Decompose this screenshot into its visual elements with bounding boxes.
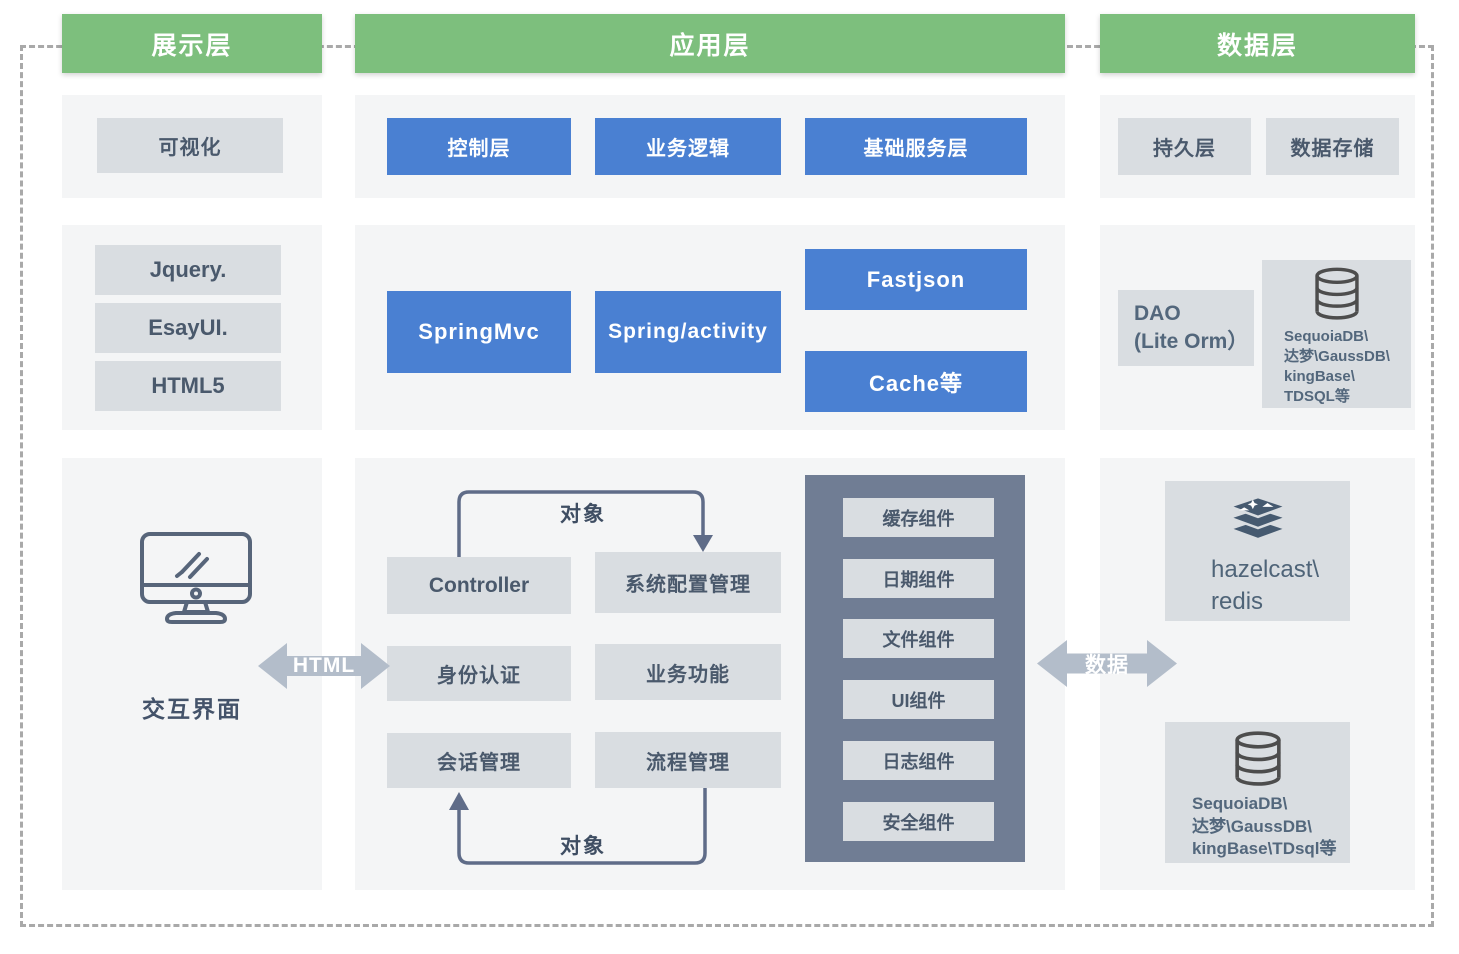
data-row2-panel: DAO (Lite Orm） SequoiaDB\ 达梦\GaussDB\ ki… <box>1100 225 1415 430</box>
object-label-bottom: 对象 <box>560 835 606 858</box>
double-headed-arrow-icon <box>1037 640 1177 687</box>
application-row1-panel: 控制层 业务逻辑 基础服务层 <box>355 95 1065 198</box>
data-row3-panel: hazelcast\ redis SequoiaDB\ 达梦\GaussDB\ … <box>1100 458 1415 890</box>
persistence-layer-box: 持久层 <box>1118 118 1251 175</box>
dao-box: DAO (Lite Orm） <box>1118 290 1254 366</box>
cache-component-box: 缓存组件 <box>843 498 994 537</box>
header-application-layer: 应用层 <box>355 14 1065 73</box>
controller-box: Controller <box>387 557 571 614</box>
date-component-box: 日期组件 <box>843 559 994 598</box>
fastjson-box: Fastjson <box>805 249 1027 310</box>
html5-box: HTML5 <box>95 361 281 411</box>
security-component-box: 安全组件 <box>843 802 994 841</box>
db-top-label: SequoiaDB\ 达梦\GaussDB\ kingBase\ TDSQL等 <box>1284 328 1390 405</box>
business-function-box: 业务功能 <box>595 644 781 700</box>
monitor-pen-icon <box>136 530 256 637</box>
double-headed-arrow-icon <box>258 643 390 689</box>
component-stack: 缓存组件 日期组件 文件组件 UI组件 日志组件 安全组件 <box>805 475 1025 862</box>
jquery-box: Jquery. <box>95 245 281 295</box>
session-mgmt-box: 会话管理 <box>387 733 571 788</box>
header-data-layer: 数据层 <box>1100 14 1415 73</box>
object-flow-arrows <box>449 490 713 865</box>
db-bottom-label: SequoiaDB\ 达梦\GaussDB\ kingBase\TDsql等 <box>1192 794 1337 859</box>
redis-stack-icon <box>1225 495 1290 554</box>
system-config-box: 系统配置管理 <box>595 552 781 613</box>
data-arrow: 数据 <box>1037 637 1177 690</box>
process-mgmt-box: 流程管理 <box>595 732 781 788</box>
database-cylinder-icon <box>1311 266 1363 327</box>
memory-cache-box: hazelcast\ redis <box>1165 481 1350 621</box>
presentation-row2-panel: Jquery. EsayUI. HTML5 <box>62 225 322 430</box>
db-bottom-box: SequoiaDB\ 达梦\GaussDB\ kingBase\TDsql等 <box>1165 722 1350 863</box>
data-storage-box: 数据存储 <box>1266 118 1399 175</box>
header-presentation-layer: 展示层 <box>62 14 322 73</box>
file-component-box: 文件组件 <box>843 619 994 658</box>
auth-box: 身份认证 <box>387 646 571 701</box>
cache-box: Cache等 <box>805 351 1027 412</box>
visualization-box: 可视化 <box>97 118 283 173</box>
log-component-box: 日志组件 <box>843 741 994 780</box>
springmvc-box: SpringMvc <box>387 291 571 373</box>
data-row1-panel: 持久层 数据存储 <box>1100 95 1415 198</box>
object-label-top: 对象 <box>560 503 606 526</box>
database-cylinder-icon <box>1230 730 1286 793</box>
application-row3-panel: 对象 对象 Controller 系统配置管理 身份认证 业务功能 会话管理 流… <box>355 458 1065 890</box>
interactive-ui-label: 交互界面 <box>142 696 242 722</box>
html-arrow-label: HTML <box>292 654 356 677</box>
control-layer-box: 控制层 <box>387 118 571 175</box>
application-row2-panel: SpringMvc Spring/activity Fastjson Cache… <box>355 225 1065 430</box>
business-logic-box: 业务逻辑 <box>595 118 781 175</box>
spring-activity-box: Spring/activity <box>595 291 781 373</box>
easyui-box: EsayUI. <box>95 303 281 353</box>
html-arrow: HTML <box>258 640 390 692</box>
data-arrow-label: 数据 <box>1085 653 1129 677</box>
presentation-row1-panel: 可视化 <box>62 95 322 198</box>
db-top-box: SequoiaDB\ 达梦\GaussDB\ kingBase\ TDSQL等 <box>1262 260 1411 408</box>
memory-cache-label: hazelcast\ redis <box>1211 556 1320 615</box>
ui-component-box: UI组件 <box>843 680 994 719</box>
base-service-layer-box: 基础服务层 <box>805 118 1027 175</box>
